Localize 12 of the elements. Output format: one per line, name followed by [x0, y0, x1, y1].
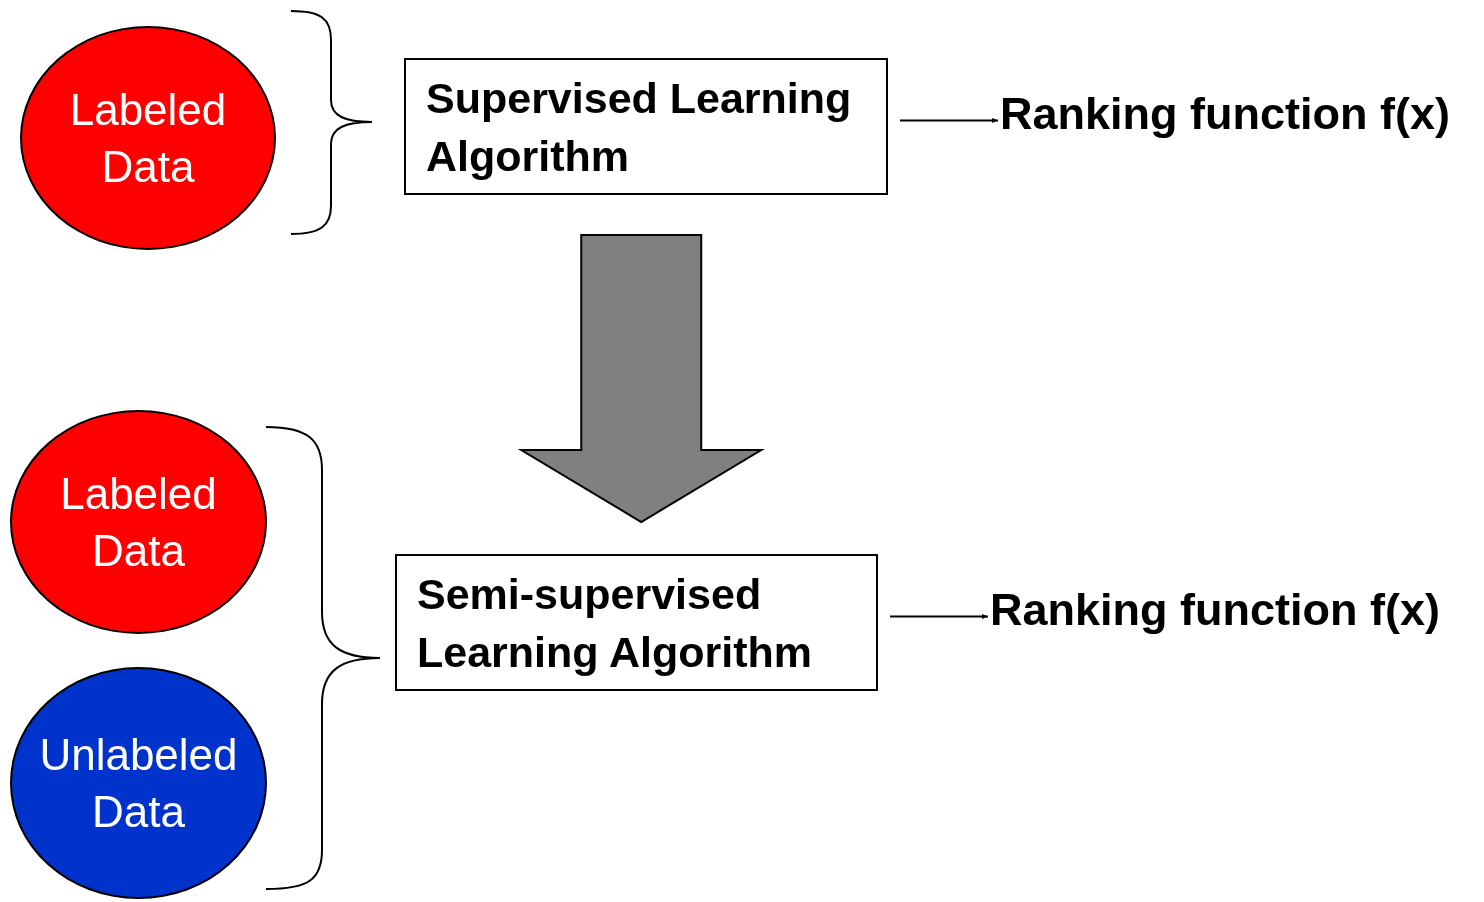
node-label: Labeled Data [59, 468, 218, 577]
node-label: Unlabeled Data [38, 729, 239, 838]
arrow [899, 118, 999, 123]
node-label: Supervised Learning Algorithm [426, 72, 853, 182]
node-label: Labeled Data [68, 84, 228, 193]
block-arrow [517, 234, 765, 524]
node-label: Semi-supervised Learning Algorithm [417, 568, 813, 678]
arrow [889, 614, 989, 619]
process-box [404, 58, 888, 195]
output-label: Ranking function f(x) [1000, 88, 1450, 139]
process-box [395, 554, 878, 691]
output-label: Ranking function f(x) [990, 584, 1440, 635]
